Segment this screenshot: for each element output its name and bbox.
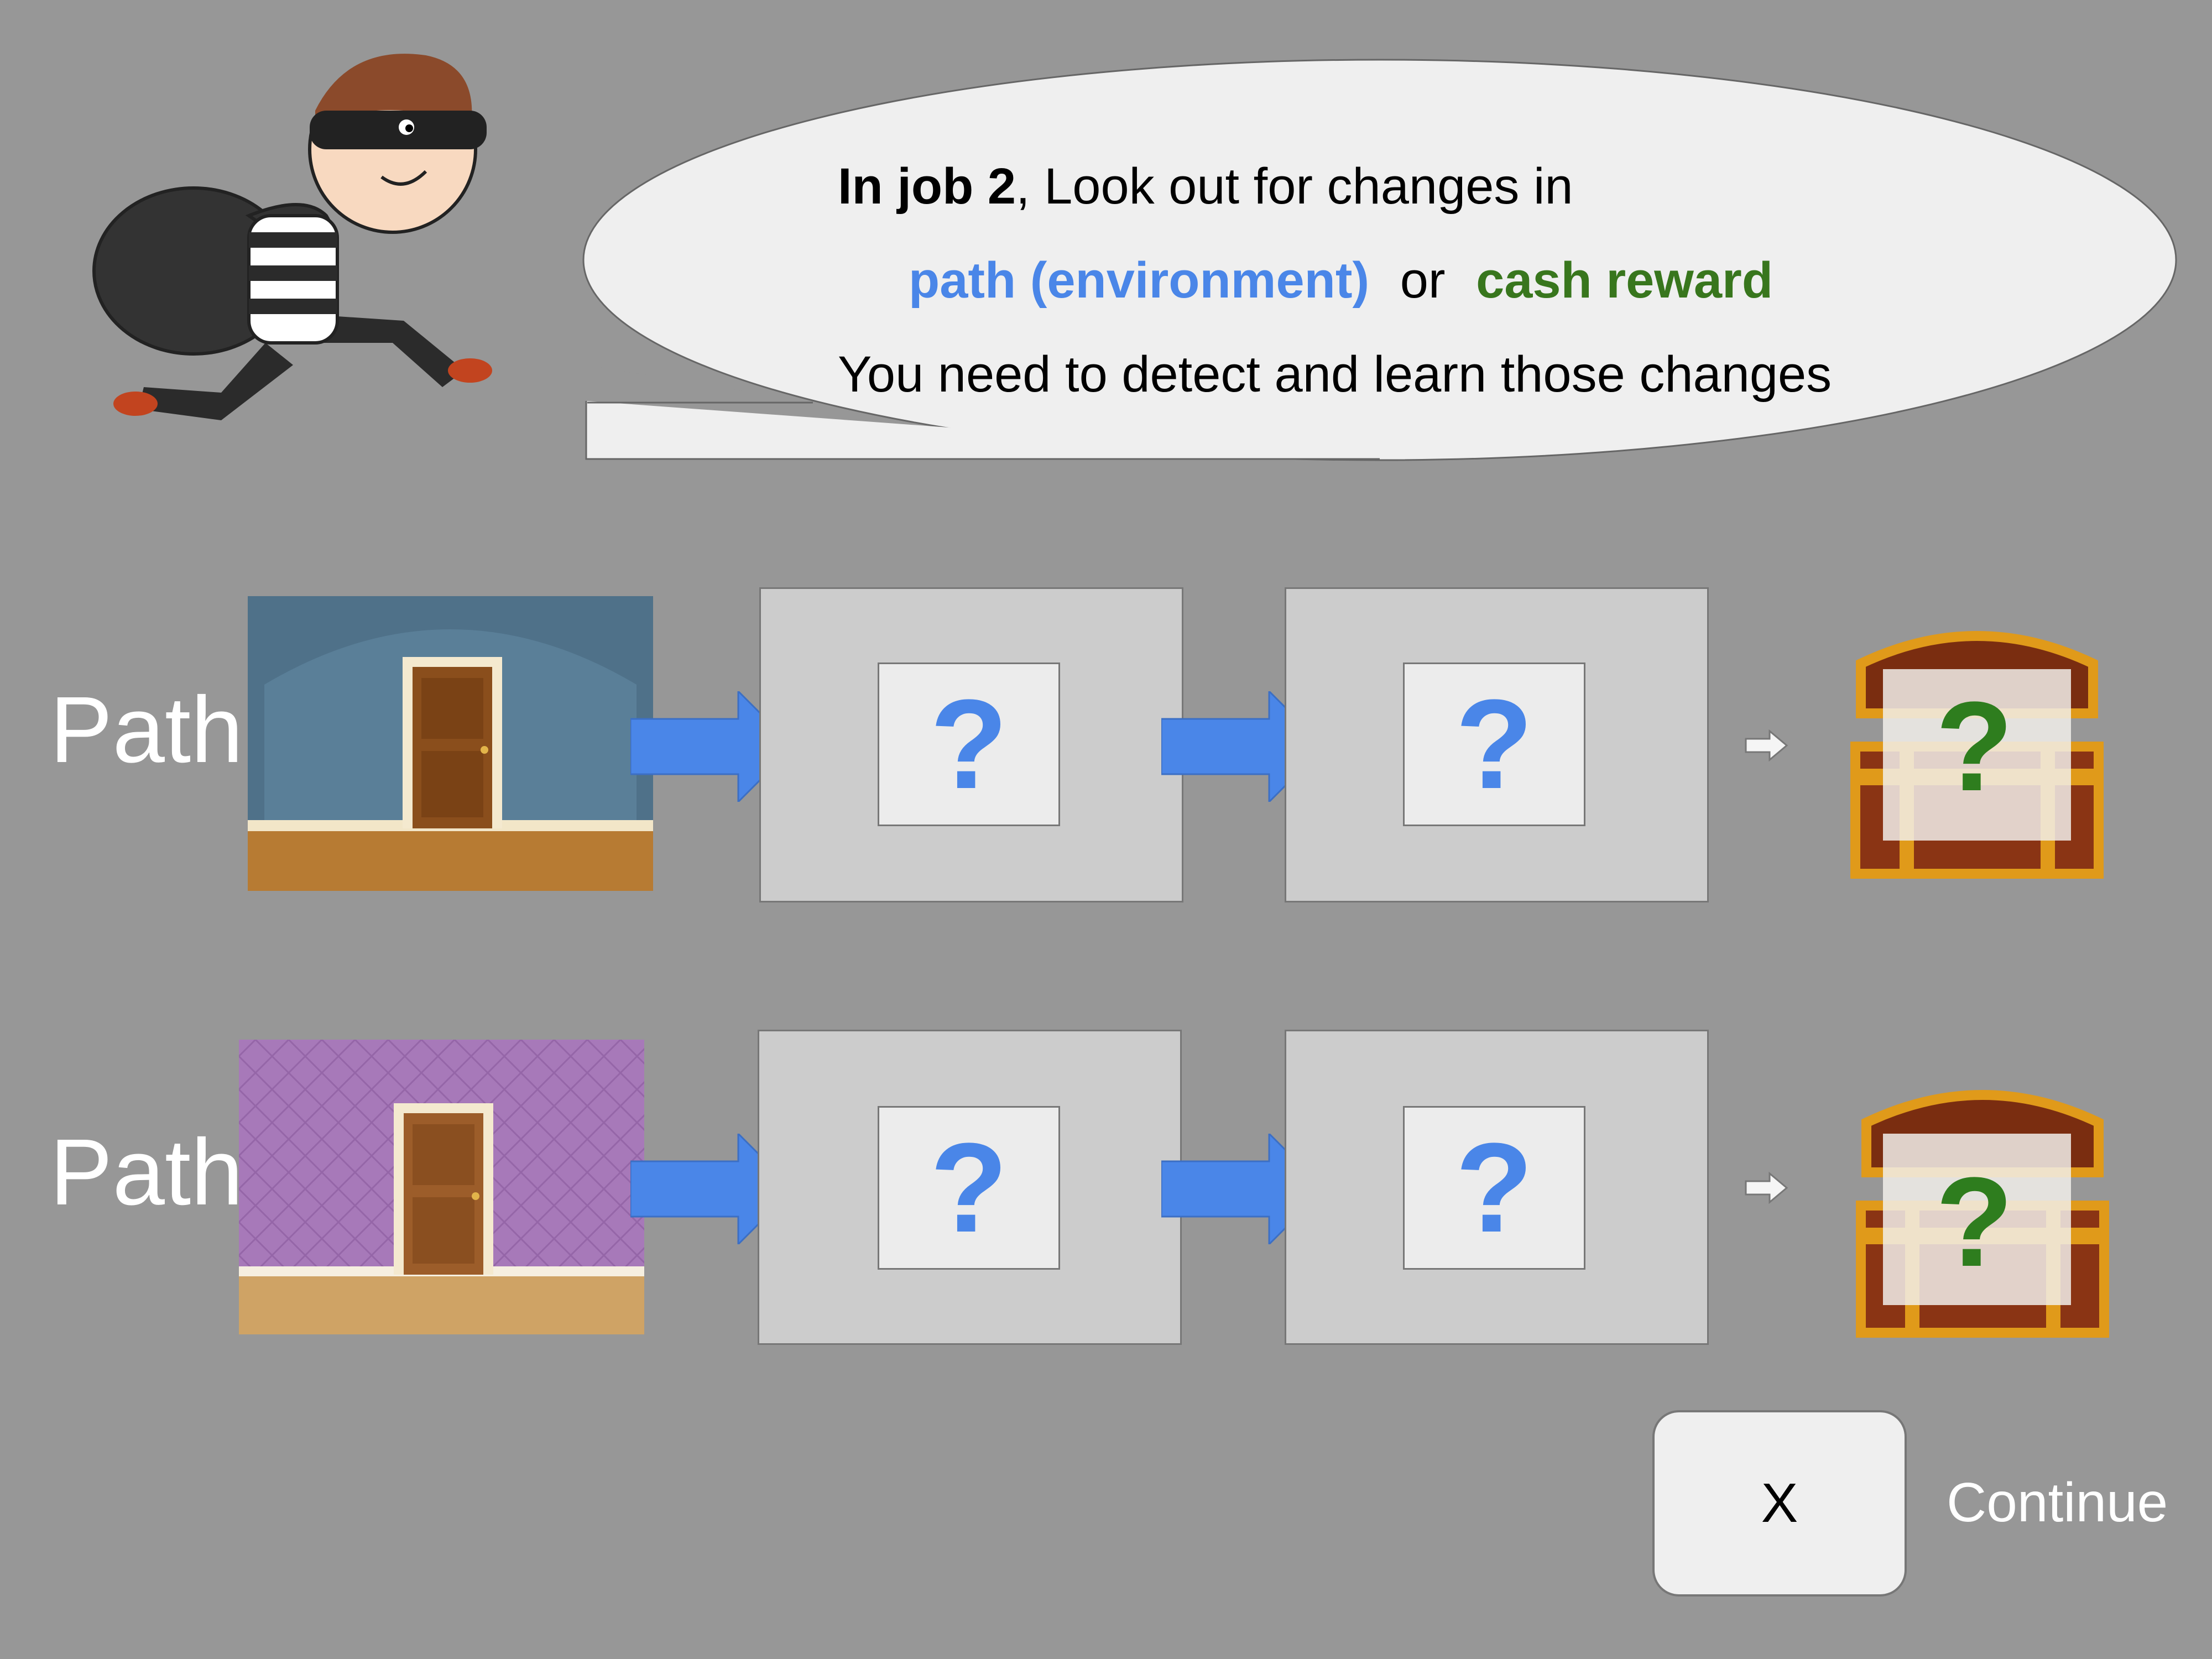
close-button[interactable]: X <box>1652 1410 1907 1597</box>
treasure-chest-icon <box>1850 631 2104 879</box>
job-label: In job 2 <box>838 158 1016 215</box>
hidden-step: ? <box>878 1106 1060 1270</box>
bubble-line-2: path (environment) or cash reward <box>909 252 1773 310</box>
door-icon <box>403 657 502 828</box>
path-term: path (environment) <box>909 252 1370 309</box>
cash-term: cash reward <box>1476 252 1773 309</box>
hidden-reward: ? <box>1936 1151 2013 1293</box>
door-icon <box>394 1103 493 1275</box>
speech-bubble <box>582 59 2177 461</box>
small-arrow-icon <box>1745 729 1788 762</box>
continue-label[interactable]: Continue <box>1947 1472 2168 1533</box>
path-label-2: Path <box>50 1120 243 1225</box>
hidden-step: ? <box>1403 1106 1585 1270</box>
small-arrow-icon <box>1745 1171 1788 1204</box>
bubble-line-3: You need to detect and learn those chang… <box>838 346 1832 403</box>
room-image-blue <box>248 596 653 891</box>
hidden-step: ? <box>878 662 1060 826</box>
path-label-1: Path <box>50 677 243 782</box>
thief-character-icon <box>92 54 492 420</box>
hidden-reward: ? <box>1936 675 2013 817</box>
room-image-purple <box>239 1040 644 1334</box>
treasure-chest-icon <box>1856 1090 2109 1338</box>
hidden-step: ? <box>1403 662 1585 826</box>
bubble-line-1-rest: , Look out for changes in <box>1016 158 1573 215</box>
bubble-line-1: In job 2, Look out for changes in <box>838 158 1573 216</box>
or-word: or <box>1400 252 1446 309</box>
